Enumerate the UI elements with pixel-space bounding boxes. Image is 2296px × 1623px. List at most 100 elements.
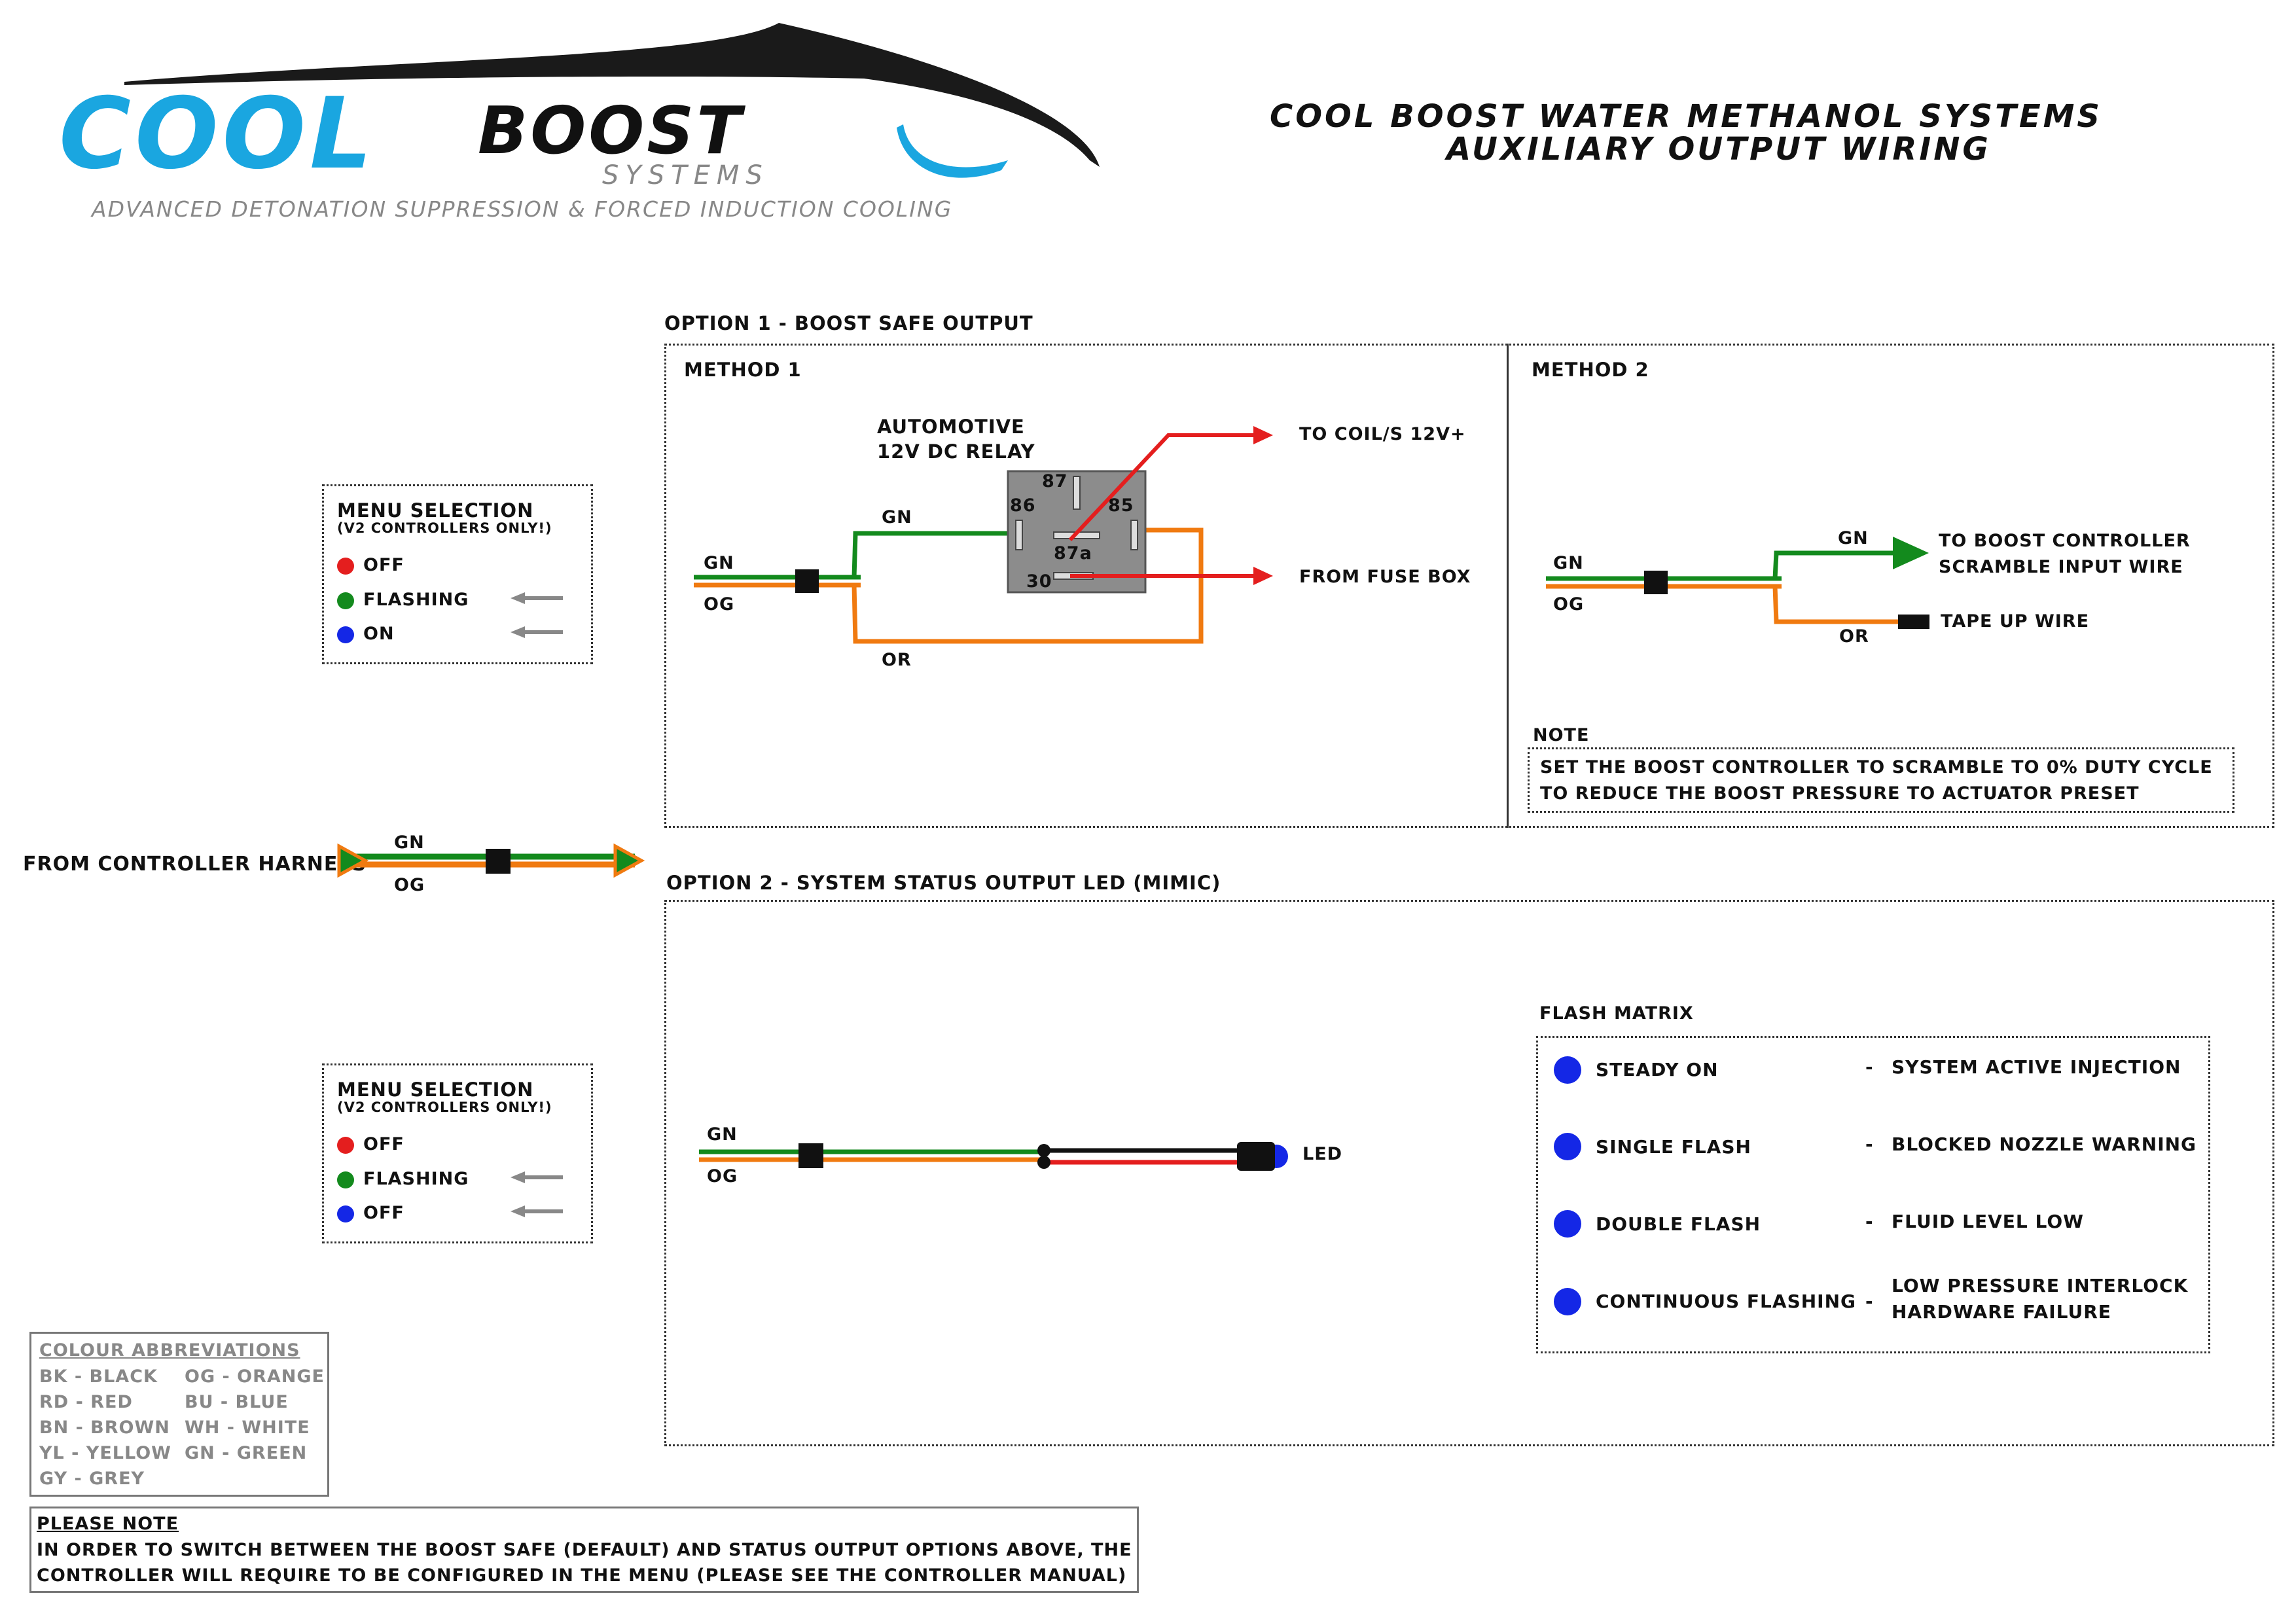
- flash-mode: SINGLE FLASH: [1596, 1136, 1751, 1158]
- logo-swoosh-icon: [124, 23, 1100, 178]
- menu-title: MENU SELECTION: [337, 499, 534, 522]
- option2-box: [664, 900, 2274, 1446]
- option1-box: [664, 344, 2274, 828]
- harness-label: FROM CONTROLLER HARNESS: [23, 853, 367, 876]
- flash-mode: CONTINUOUS FLASHING: [1596, 1291, 1856, 1312]
- led-blue-icon: [1554, 1133, 1581, 1160]
- flash-dash: -: [1865, 1056, 1874, 1078]
- method2-title: METHOD 2: [1532, 359, 1649, 381]
- relay-label-line1: AUTOMOTIVE: [877, 416, 1025, 438]
- harness-wiring: [337, 843, 645, 878]
- abbrev-gy: GY - GREY: [39, 1469, 145, 1489]
- menu-item-off: OFF: [337, 1134, 404, 1154]
- page-title-line1: COOL BOOST WATER METHANOL SYSTEMS: [1270, 98, 2102, 135]
- please-note-line2: CONTROLLER WILL REQUIRE TO BE CONFIGURED…: [37, 1565, 1127, 1586]
- to-coil-label: TO COIL/S 12V+: [1299, 424, 1466, 444]
- led-og-label: OG: [707, 1166, 738, 1186]
- led-gn-label: GN: [707, 1124, 738, 1145]
- led-blue-icon: [1554, 1056, 1581, 1084]
- green-dot-icon: [337, 1171, 354, 1188]
- please-note-line1: IN ORDER TO SWITCH BETWEEN THE BOOST SAF…: [37, 1540, 1132, 1560]
- from-fuse-label: FROM FUSE BOX: [1299, 567, 1471, 587]
- blue-dot-icon: [337, 1205, 354, 1222]
- method2-og-in: OG: [1553, 594, 1585, 615]
- red-dot-icon: [337, 1136, 354, 1154]
- menu-item-on: ON: [337, 624, 395, 644]
- method1-wiring: [694, 426, 1273, 644]
- flash-meaning: LOW PRESSURE INTERLOCK: [1892, 1275, 2189, 1296]
- led-blue-icon: [1554, 1288, 1581, 1315]
- menu-item-off: OFF: [337, 555, 404, 575]
- abbrev-gn: GN - GREEN: [185, 1443, 308, 1463]
- arrow-left-icon: [511, 626, 563, 638]
- red-dot-icon: [337, 557, 354, 575]
- flash-dash: -: [1865, 1133, 1874, 1155]
- method1-title: METHOD 1: [684, 359, 802, 381]
- colour-abbrev-title: COLOUR ABBREVIATIONS: [39, 1340, 300, 1361]
- relay-pin-85: 85: [1108, 495, 1134, 516]
- menu-item-label: ON: [363, 624, 395, 644]
- to-boost-line1: TO BOOST CONTROLLER: [1939, 531, 2191, 551]
- relay-label-line2: 12V DC RELAY: [877, 440, 1035, 463]
- flash-meaning: FLUID LEVEL LOW: [1892, 1211, 2085, 1232]
- relay-pin-30: 30: [1026, 571, 1052, 592]
- abbrev-bu: BU - BLUE: [185, 1392, 289, 1412]
- method-divider: [1507, 344, 1509, 828]
- option2-title: OPTION 2 - SYSTEM STATUS OUTPUT LED (MIM…: [666, 872, 1221, 894]
- arrow-left-icon: [511, 592, 563, 604]
- flash-matrix-title: FLASH MATRIX: [1539, 1003, 1694, 1024]
- please-note-title: PLEASE NOTE: [37, 1514, 179, 1534]
- method1-og-in: OG: [704, 594, 735, 615]
- menu-item-off-2: OFF: [337, 1203, 404, 1223]
- flash-dash: -: [1865, 1211, 1874, 1232]
- flash-meaning: HARDWARE FAILURE: [1892, 1301, 2111, 1323]
- to-boost-line2: SCRAMBLE INPUT WIRE: [1939, 557, 2183, 577]
- menu-item-label: OFF: [363, 1134, 404, 1154]
- method2-or-wire: OR: [1839, 626, 1869, 647]
- method2-gn-in: GN: [1553, 553, 1584, 573]
- colour-abbreviations-box: COLOUR ABBREVIATIONS BK - BLACK RD - RED…: [29, 1332, 329, 1497]
- note-box: SET THE BOOST CONTROLLER TO SCRAMBLE TO …: [1528, 747, 2234, 813]
- flash-mode: STEADY ON: [1596, 1059, 1719, 1080]
- method1-or-wire: OR: [882, 650, 912, 670]
- relay-pin-87: 87: [1042, 471, 1068, 491]
- abbrev-bn: BN - BROWN: [39, 1418, 170, 1438]
- page-title-line2: AUXILIARY OUTPUT WIRING: [1446, 131, 1991, 168]
- arrow-left-icon: [511, 1171, 563, 1183]
- menu-selection-box-1: MENU SELECTION (V2 CONTROLLERS ONLY!) OF…: [322, 484, 593, 664]
- flash-mode: DOUBLE FLASH: [1596, 1213, 1761, 1235]
- method2-gn-wire: GN: [1838, 528, 1869, 548]
- method1-gn-in: GN: [704, 553, 734, 573]
- logo-boost: BOOST: [478, 92, 744, 169]
- flash-meaning: BLOCKED NOZZLE WARNING: [1892, 1133, 2197, 1155]
- harness-og-label: OG: [394, 875, 425, 895]
- logo: COOL BOOST SYSTEMS: [59, 13, 1119, 229]
- abbrev-wh: WH - WHITE: [185, 1418, 310, 1438]
- method1-gn-wire: GN: [882, 507, 912, 527]
- led-label: LED: [1302, 1144, 1343, 1164]
- menu-subtitle: (V2 CONTROLLERS ONLY!): [337, 520, 552, 536]
- flash-dash: -: [1865, 1291, 1874, 1312]
- option1-title: OPTION 1 - BOOST SAFE OUTPUT: [664, 312, 1033, 334]
- menu-item-label: OFF: [363, 555, 404, 575]
- menu-item-flashing: FLASHING: [337, 590, 469, 610]
- abbrev-yl: YL - YELLOW: [39, 1443, 171, 1463]
- note-title: NOTE: [1533, 725, 1590, 745]
- arrow-left-icon: [511, 1205, 563, 1217]
- note-line1: SET THE BOOST CONTROLLER TO SCRAMBLE TO …: [1540, 757, 2213, 777]
- relay-pin-87a: 87a: [1054, 543, 1092, 563]
- led-blue-icon: [1554, 1210, 1581, 1238]
- relay-pin-86: 86: [1010, 495, 1036, 516]
- menu-item-flashing: FLASHING: [337, 1169, 469, 1189]
- led-wiring: [699, 1142, 1288, 1171]
- menu-item-label: FLASHING: [363, 1169, 469, 1189]
- flash-matrix-box: STEADY ON - SYSTEM ACTIVE INJECTION SING…: [1536, 1036, 2210, 1353]
- tape-up-label: TAPE UP WIRE: [1941, 611, 2090, 632]
- menu-item-label: OFF: [363, 1203, 404, 1223]
- abbrev-bk: BK - BLACK: [39, 1366, 158, 1387]
- menu-item-label: FLASHING: [363, 590, 469, 610]
- blue-dot-icon: [337, 626, 354, 643]
- tagline: ADVANCED DETONATION SUPPRESSION & FORCED…: [92, 196, 953, 222]
- logo-systems: SYSTEMS: [602, 160, 769, 190]
- menu-title: MENU SELECTION: [337, 1079, 534, 1101]
